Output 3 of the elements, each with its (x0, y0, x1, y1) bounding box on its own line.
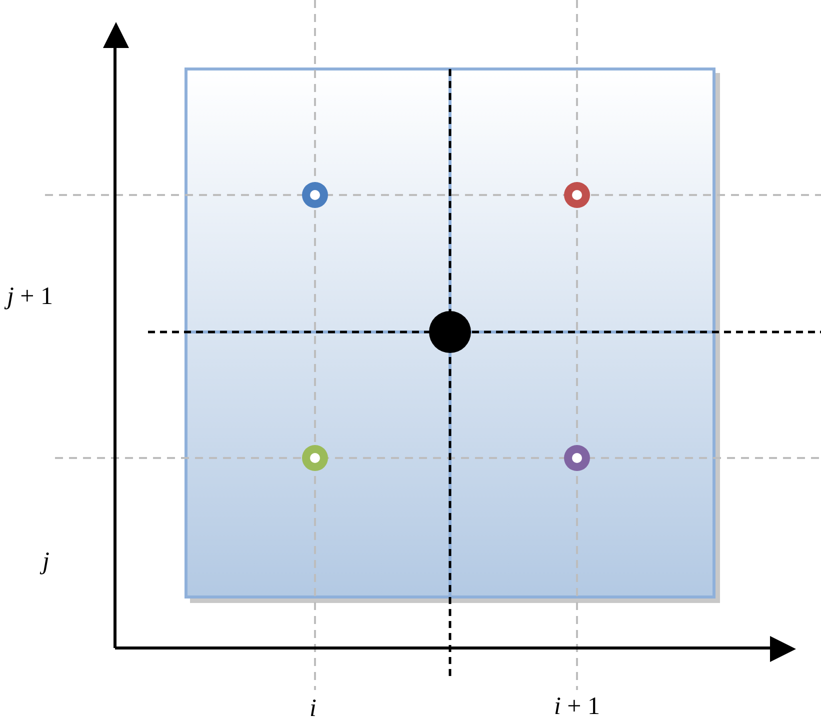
axis-label: j + 1 (6, 283, 54, 311)
axis-label: i (310, 695, 316, 718)
axis-label: i + 1 (554, 693, 600, 718)
